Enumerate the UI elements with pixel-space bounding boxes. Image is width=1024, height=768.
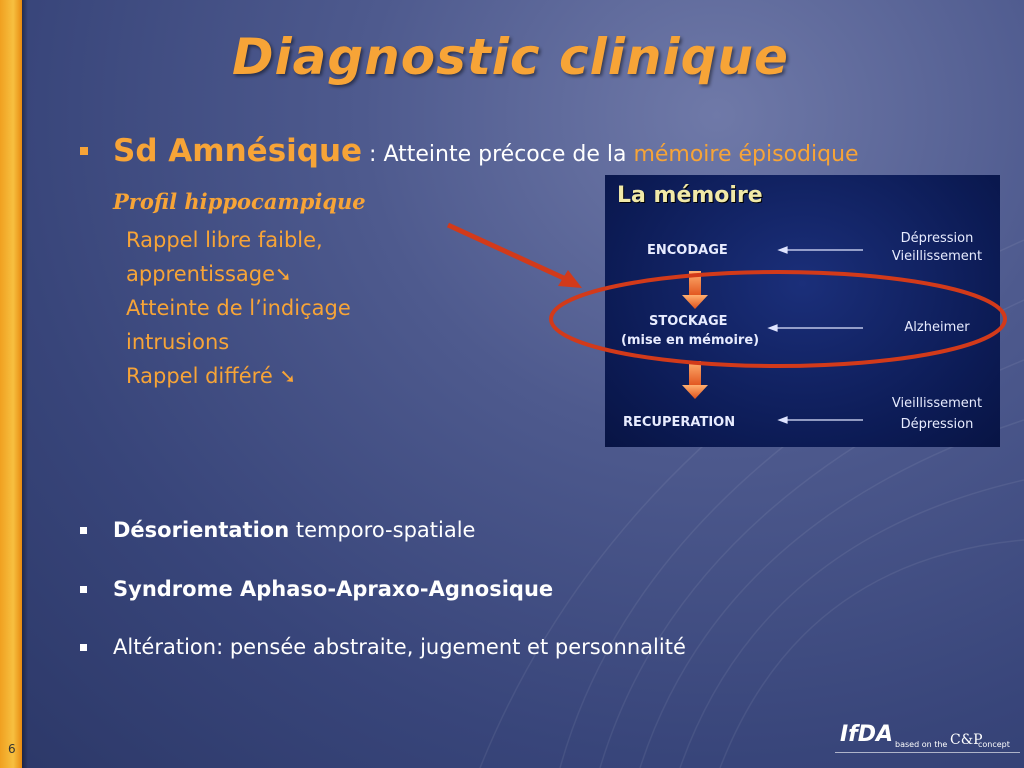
slide-title: Diagnostic clinique bbox=[232, 28, 789, 86]
sub-line-5-text: Rappel différé bbox=[126, 364, 280, 388]
sub-line-5: Rappel différé ➘ bbox=[126, 364, 296, 388]
sub-line-2-text: apprentissage bbox=[126, 262, 275, 286]
recuperation-cause-2: Dépression bbox=[900, 417, 974, 432]
down-arrow-icon bbox=[682, 271, 708, 309]
memoire-arrows bbox=[682, 246, 863, 424]
encodage-label: ENCODAGE bbox=[647, 243, 728, 258]
bullet-2-rest: temporo-spatiale bbox=[289, 518, 476, 542]
memoire-title: La mémoire bbox=[617, 183, 763, 208]
down-right-arrow-icon: ➘ bbox=[279, 364, 297, 388]
sub-line-3: Atteinte de l’indiçage bbox=[126, 296, 351, 320]
bullet-marker-2 bbox=[80, 527, 87, 534]
bullet-2-bold: Désorientation bbox=[113, 518, 290, 542]
bullet-1-text: Atteinte précoce de la bbox=[383, 142, 634, 167]
sub-line-2: apprentissage➘ bbox=[126, 262, 292, 286]
memoire-diagram: La mémoire ENCODAGE STOCKAGE (mise en mé… bbox=[605, 175, 1000, 447]
bullet-1-head: Sd Amnésique bbox=[113, 133, 363, 169]
sub-line-4: intrusions bbox=[126, 330, 230, 354]
left-bar-shadow bbox=[22, 0, 28, 768]
bullet-marker-3 bbox=[80, 586, 87, 593]
footer-divider bbox=[835, 752, 1020, 753]
down-right-arrow-icon: ➘ bbox=[275, 262, 292, 286]
left-accent-bar bbox=[0, 0, 22, 768]
bullet-1-highlight: mémoire épisodique bbox=[633, 142, 859, 167]
ifda-logo: IfDA bbox=[840, 722, 894, 747]
bullet-4: Altération: pensée abstraite, jugement e… bbox=[113, 635, 686, 659]
recuperation-cause-1: Vieillissement bbox=[891, 396, 983, 411]
bullet-2: Désorientation temporo-spatiale bbox=[113, 518, 475, 542]
profil-subtitle: Profil hippocampique bbox=[113, 189, 366, 214]
encodage-cause-2: Vieillissement bbox=[891, 249, 983, 264]
sub-line-1: Rappel libre faible, bbox=[126, 228, 323, 252]
footer-based-on: based on the bbox=[895, 740, 948, 749]
cp-logo: C&P bbox=[950, 732, 983, 748]
bullet-marker-1 bbox=[80, 147, 88, 155]
footer-concept: concept bbox=[978, 740, 1010, 749]
bullet-3: Syndrome Aphaso-Apraxo-Agnosique bbox=[113, 577, 554, 601]
bullet-1-line: Sd Amnésique : Atteinte précoce de la mé… bbox=[113, 133, 859, 169]
bullet-marker-4 bbox=[80, 644, 87, 651]
recuperation-label: RECUPERATION bbox=[623, 415, 736, 430]
page-number: 6 bbox=[8, 742, 16, 756]
bullet-1-colon: : bbox=[362, 142, 384, 167]
down-arrow-icon bbox=[682, 361, 708, 399]
encodage-cause-1: Dépression bbox=[900, 231, 974, 246]
